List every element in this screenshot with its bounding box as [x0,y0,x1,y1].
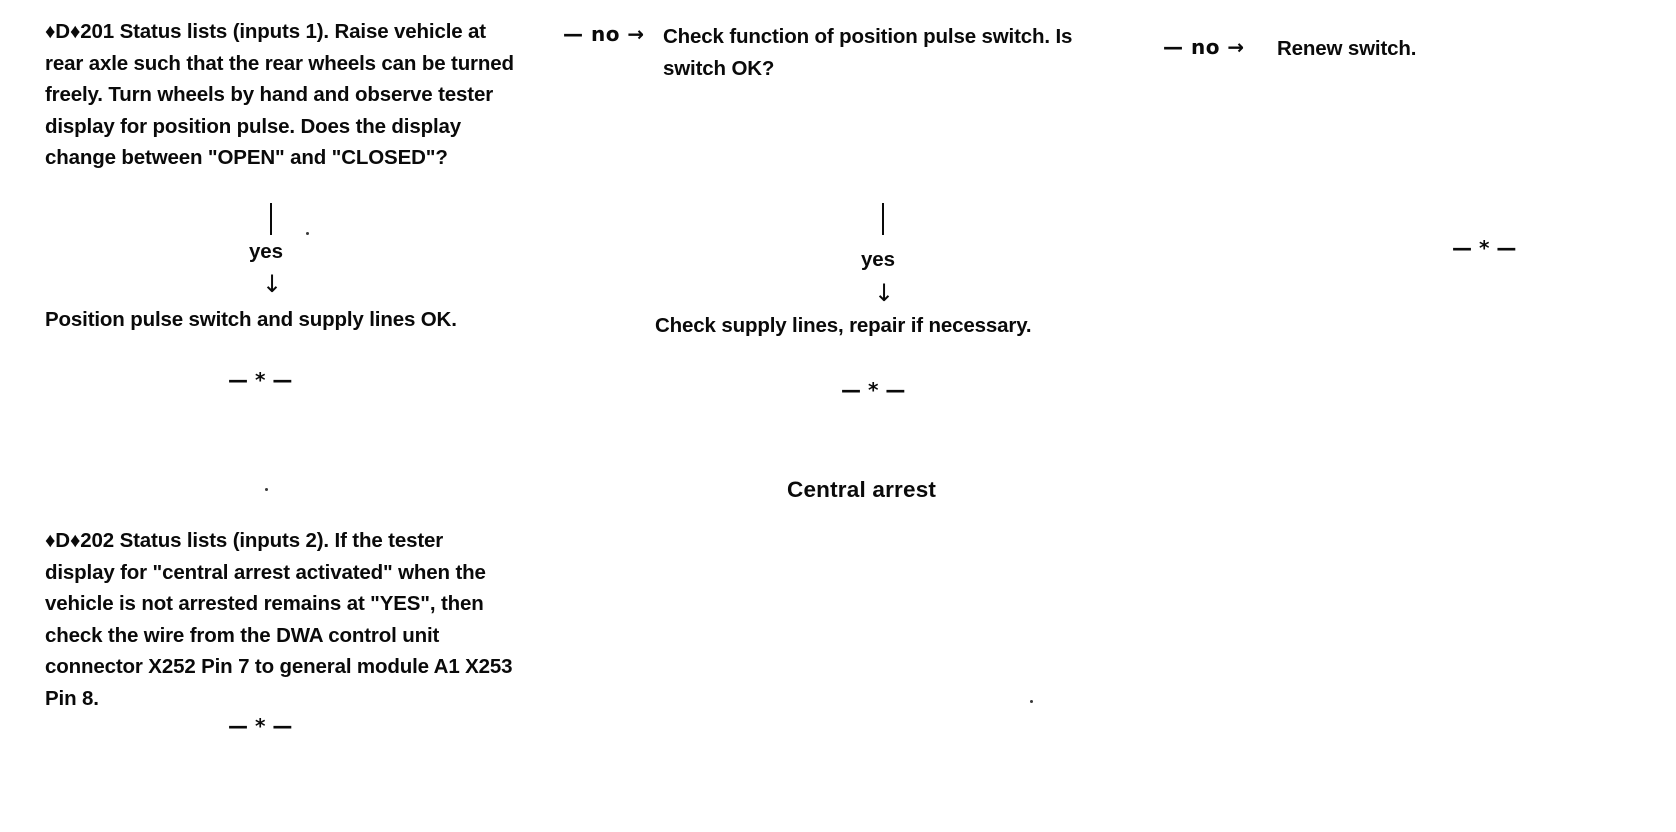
branch-arrow-no-col1-to-col2: — no → [563,22,645,46]
section-separator-col1-bottom: — * — [228,714,293,738]
branch-label-yes-col1: yes [249,240,283,263]
question-text-col2: Check function of position pulse switch.… [663,25,1078,80]
branch-label-yes-col2: yes [861,248,895,271]
step-202-marker: ♦D♦ [45,529,81,552]
scan-speck-2 [265,488,268,491]
step-202-paragraph: ♦D♦202 Status lists (inputs 2). If the t… [45,525,515,714]
connector-line-col1 [270,203,272,235]
connector-line-col2 [882,203,884,235]
arrow-down-icon-col1: ↓ [262,270,283,298]
step-201-paragraph: ♦D♦201 Status lists (inputs 1). Raise ve… [45,16,515,174]
section-separator-col3: — * — [1452,236,1517,260]
scan-speck-3 [1030,700,1033,703]
section-separator-col1: — * — [228,368,293,392]
section-heading-central-arrest: Central arrest [787,477,937,502]
action-text-col3: Renew switch. [1277,37,1417,60]
scan-speck-1 [306,232,309,235]
result-text-col1: Position pulse switch and supply lines O… [45,308,457,331]
arrow-down-icon-col2: ↓ [874,279,895,307]
step-201-text: 201 Status lists (inputs 1). Raise vehic… [45,20,520,169]
section-separator-col2: — * — [841,378,906,402]
branch-arrow-no-col2-to-col3: — no → [1163,35,1245,59]
step-202-text: 202 Status lists (inputs 2). If the test… [45,529,518,710]
result-text-col2: Check supply lines, repair if necessary. [655,314,1032,337]
step-201-marker: ♦D♦ [45,20,81,43]
